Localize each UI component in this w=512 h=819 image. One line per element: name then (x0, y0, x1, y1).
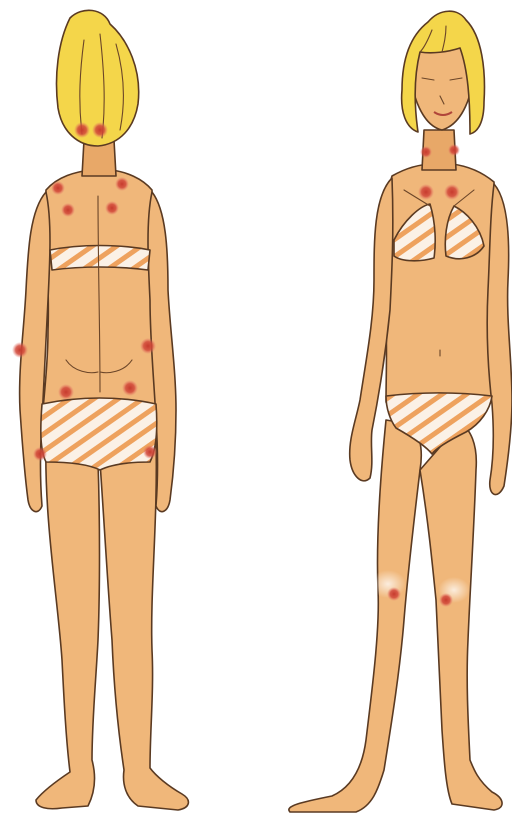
back-right-leg (100, 440, 188, 810)
tender-point-lateral-elbow-left (12, 342, 28, 358)
front-right-arm (487, 184, 512, 495)
back-bikini-bottom (41, 398, 157, 470)
tender-point-occiput-right (92, 122, 108, 138)
figure-front-view (289, 11, 512, 812)
back-bikini-top (50, 246, 150, 271)
tender-point-gluteal-right (122, 380, 138, 396)
tender-point-knee-left (387, 587, 401, 601)
tender-point-trapezius-right (115, 177, 129, 191)
tender-point-low-cervical-left (420, 146, 432, 158)
tender-point-occiput-left (74, 122, 90, 138)
tender-point-knee-right (439, 593, 453, 607)
front-torso (381, 164, 494, 424)
back-left-leg (36, 440, 100, 809)
tender-point-second-rib-right (444, 184, 460, 200)
tender-point-supraspinatus-right (105, 201, 119, 215)
tender-point-second-rib-left (418, 184, 434, 200)
tender-point-supraspinatus-left (61, 203, 75, 217)
tender-point-greater-trochanter-left (33, 447, 47, 461)
tender-point-gluteal-left (58, 384, 74, 400)
tender-point-trapezius-left (51, 181, 65, 195)
tender-point-greater-trochanter-right (143, 445, 157, 459)
tender-point-lateral-elbow-right (140, 338, 156, 354)
front-left-leg (289, 420, 421, 812)
tender-point-low-cervical-right (448, 144, 460, 156)
